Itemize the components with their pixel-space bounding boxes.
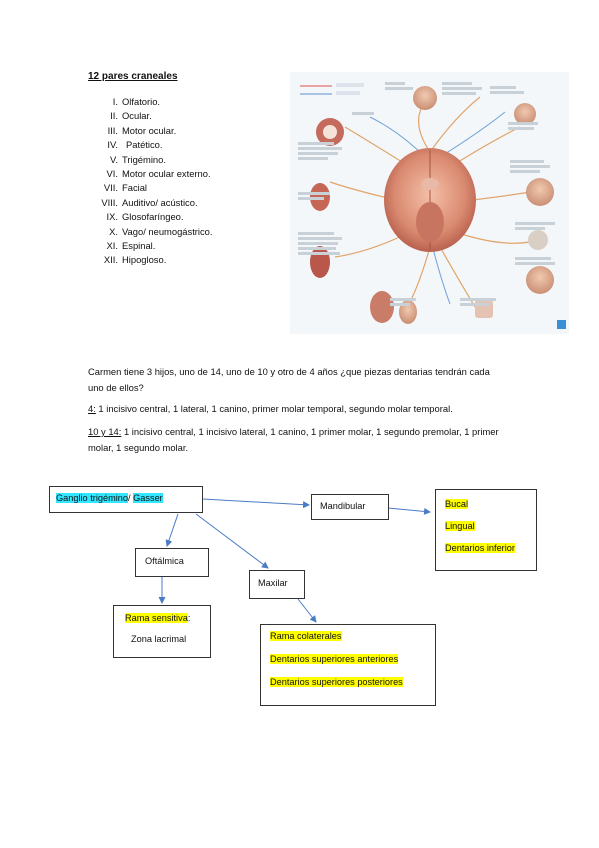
list-number: I.	[112, 96, 118, 107]
root-node-ganglio: Ganglio trigémino/ Gasser	[49, 486, 203, 513]
root-label-part2: Gasser	[133, 493, 163, 503]
mandibular-branches-node: Bucal Lingual Dentarios inferior	[435, 489, 537, 571]
list-item: XII. Hipogloso.	[88, 254, 268, 268]
arrow-to-mandibular	[202, 498, 310, 509]
branch-dentarios-superiores-posteriores: Dentarios superiores posteriores	[270, 677, 403, 687]
rama-sensitiva-node: Rama sensitiva: Zona lacrimal	[113, 605, 211, 658]
answer-4-label: 4:	[88, 403, 96, 414]
question-paragraph: Carmen tiene 3 hijos, uno de 14, uno de …	[88, 366, 490, 393]
mandibular-node: Mandibular	[311, 494, 389, 520]
rama-sensitiva-label: Rama sensitiva	[125, 613, 188, 623]
list-number: IX.	[106, 211, 118, 223]
list-text: Hipogloso.	[122, 254, 167, 266]
list-text: Ocular.	[122, 110, 152, 122]
root-label-sep: /	[128, 493, 134, 503]
list-number: XI.	[106, 239, 118, 251]
list-text: Vago/ neumogástrico.	[122, 225, 213, 237]
list-item: IV. Patético.	[88, 139, 268, 153]
page-title: 12 pares craneales	[88, 71, 178, 82]
maxilar-branches-node: Rama colaterales Dentarios superiores an…	[260, 624, 436, 706]
branch-dentarios-inferior: Dentarios inferior	[445, 543, 515, 553]
list-text: Motor ocular.	[122, 124, 177, 136]
list-text: Auditivo/ acústico.	[122, 196, 198, 208]
answer-10-14-label: 10 y 14:	[88, 426, 122, 437]
root-label-part1: Ganglio trigémino	[56, 493, 129, 503]
list-number: XII.	[103, 254, 118, 266]
arrow-to-oftalmica	[165, 513, 179, 547]
list-item: VIII. Auditivo/ acústico.	[88, 197, 268, 211]
list-item: X. Vago/ neumogástrico.	[88, 226, 268, 240]
list-item: III. Motor ocular.	[88, 125, 268, 139]
rama-sensitiva-colon: :	[187, 613, 191, 623]
list-item: II. Ocular.	[88, 110, 268, 124]
list-number: IV.	[107, 139, 118, 151]
mandibular-label: Mandibular	[320, 501, 366, 511]
list-number: II.	[110, 110, 118, 122]
list-text: Patético.	[126, 139, 163, 151]
list-number: VIII.	[101, 196, 118, 208]
list-text: Olfatorio.	[122, 96, 161, 107]
list-text: Espinal.	[122, 239, 156, 251]
list-number: VI.	[106, 167, 118, 179]
oftalmica-node: Oftálmica	[135, 548, 209, 577]
cranial-nerves-illustration	[290, 72, 569, 334]
branch-lingual: Lingual	[445, 521, 475, 531]
list-text: Glosofaríngeo.	[122, 211, 184, 223]
list-text: Facial	[122, 182, 148, 194]
answer-10-14-text: 1 incisivo central, 1 incisivo lateral, …	[88, 426, 499, 453]
zona-lacrimal-text: Zona lacrimal	[131, 634, 187, 644]
maxilar-label: Maxilar	[258, 578, 288, 588]
maxilar-node: Maxilar	[249, 570, 305, 599]
branch-rama-colaterales: Rama colaterales	[270, 631, 342, 641]
list-number: V.	[110, 153, 118, 165]
answer-10-14-paragraph: 10 y 14: 1 incisivo central, 1 incisivo …	[88, 424, 508, 455]
list-item: VI. Motor ocular externo.	[88, 168, 268, 182]
cranial-nerve-list: I. Olfatorio. II. Ocular. III. Motor ocular…	[88, 96, 268, 269]
branch-dentarios-superiores-anteriores: Dentarios superiores anteriores	[270, 654, 399, 664]
list-item: XI. Espinal.	[88, 240, 268, 254]
arrow-to-maxilar-branches	[297, 598, 317, 623]
brain-base-drawing	[298, 82, 566, 329]
arrow-to-mandibular-branches	[387, 507, 431, 515]
branch-bucal: Bucal	[445, 499, 468, 509]
answer-4-paragraph: 4: 1 incisivo central, 1 lateral, 1 cani…	[88, 401, 528, 417]
list-item: IX. Glosofaríngeo.	[88, 211, 268, 225]
list-number: VII.	[103, 182, 118, 194]
list-item: VII. Facial	[88, 182, 268, 196]
list-text: Motor ocular externo.	[122, 167, 211, 179]
list-number: X.	[109, 225, 118, 237]
list-number: III.	[107, 124, 118, 136]
list-item: V. Trigémino.	[88, 154, 268, 168]
watermark-badge	[557, 320, 566, 329]
list-text: Trigémino.	[122, 153, 166, 165]
arrow-to-maxilar	[195, 513, 269, 569]
answer-4-text: 1 incisivo central, 1 lateral, 1 canino,…	[95, 403, 453, 414]
list-item: I. Olfatorio.	[88, 96, 268, 110]
oftalmica-label: Oftálmica	[145, 556, 184, 566]
